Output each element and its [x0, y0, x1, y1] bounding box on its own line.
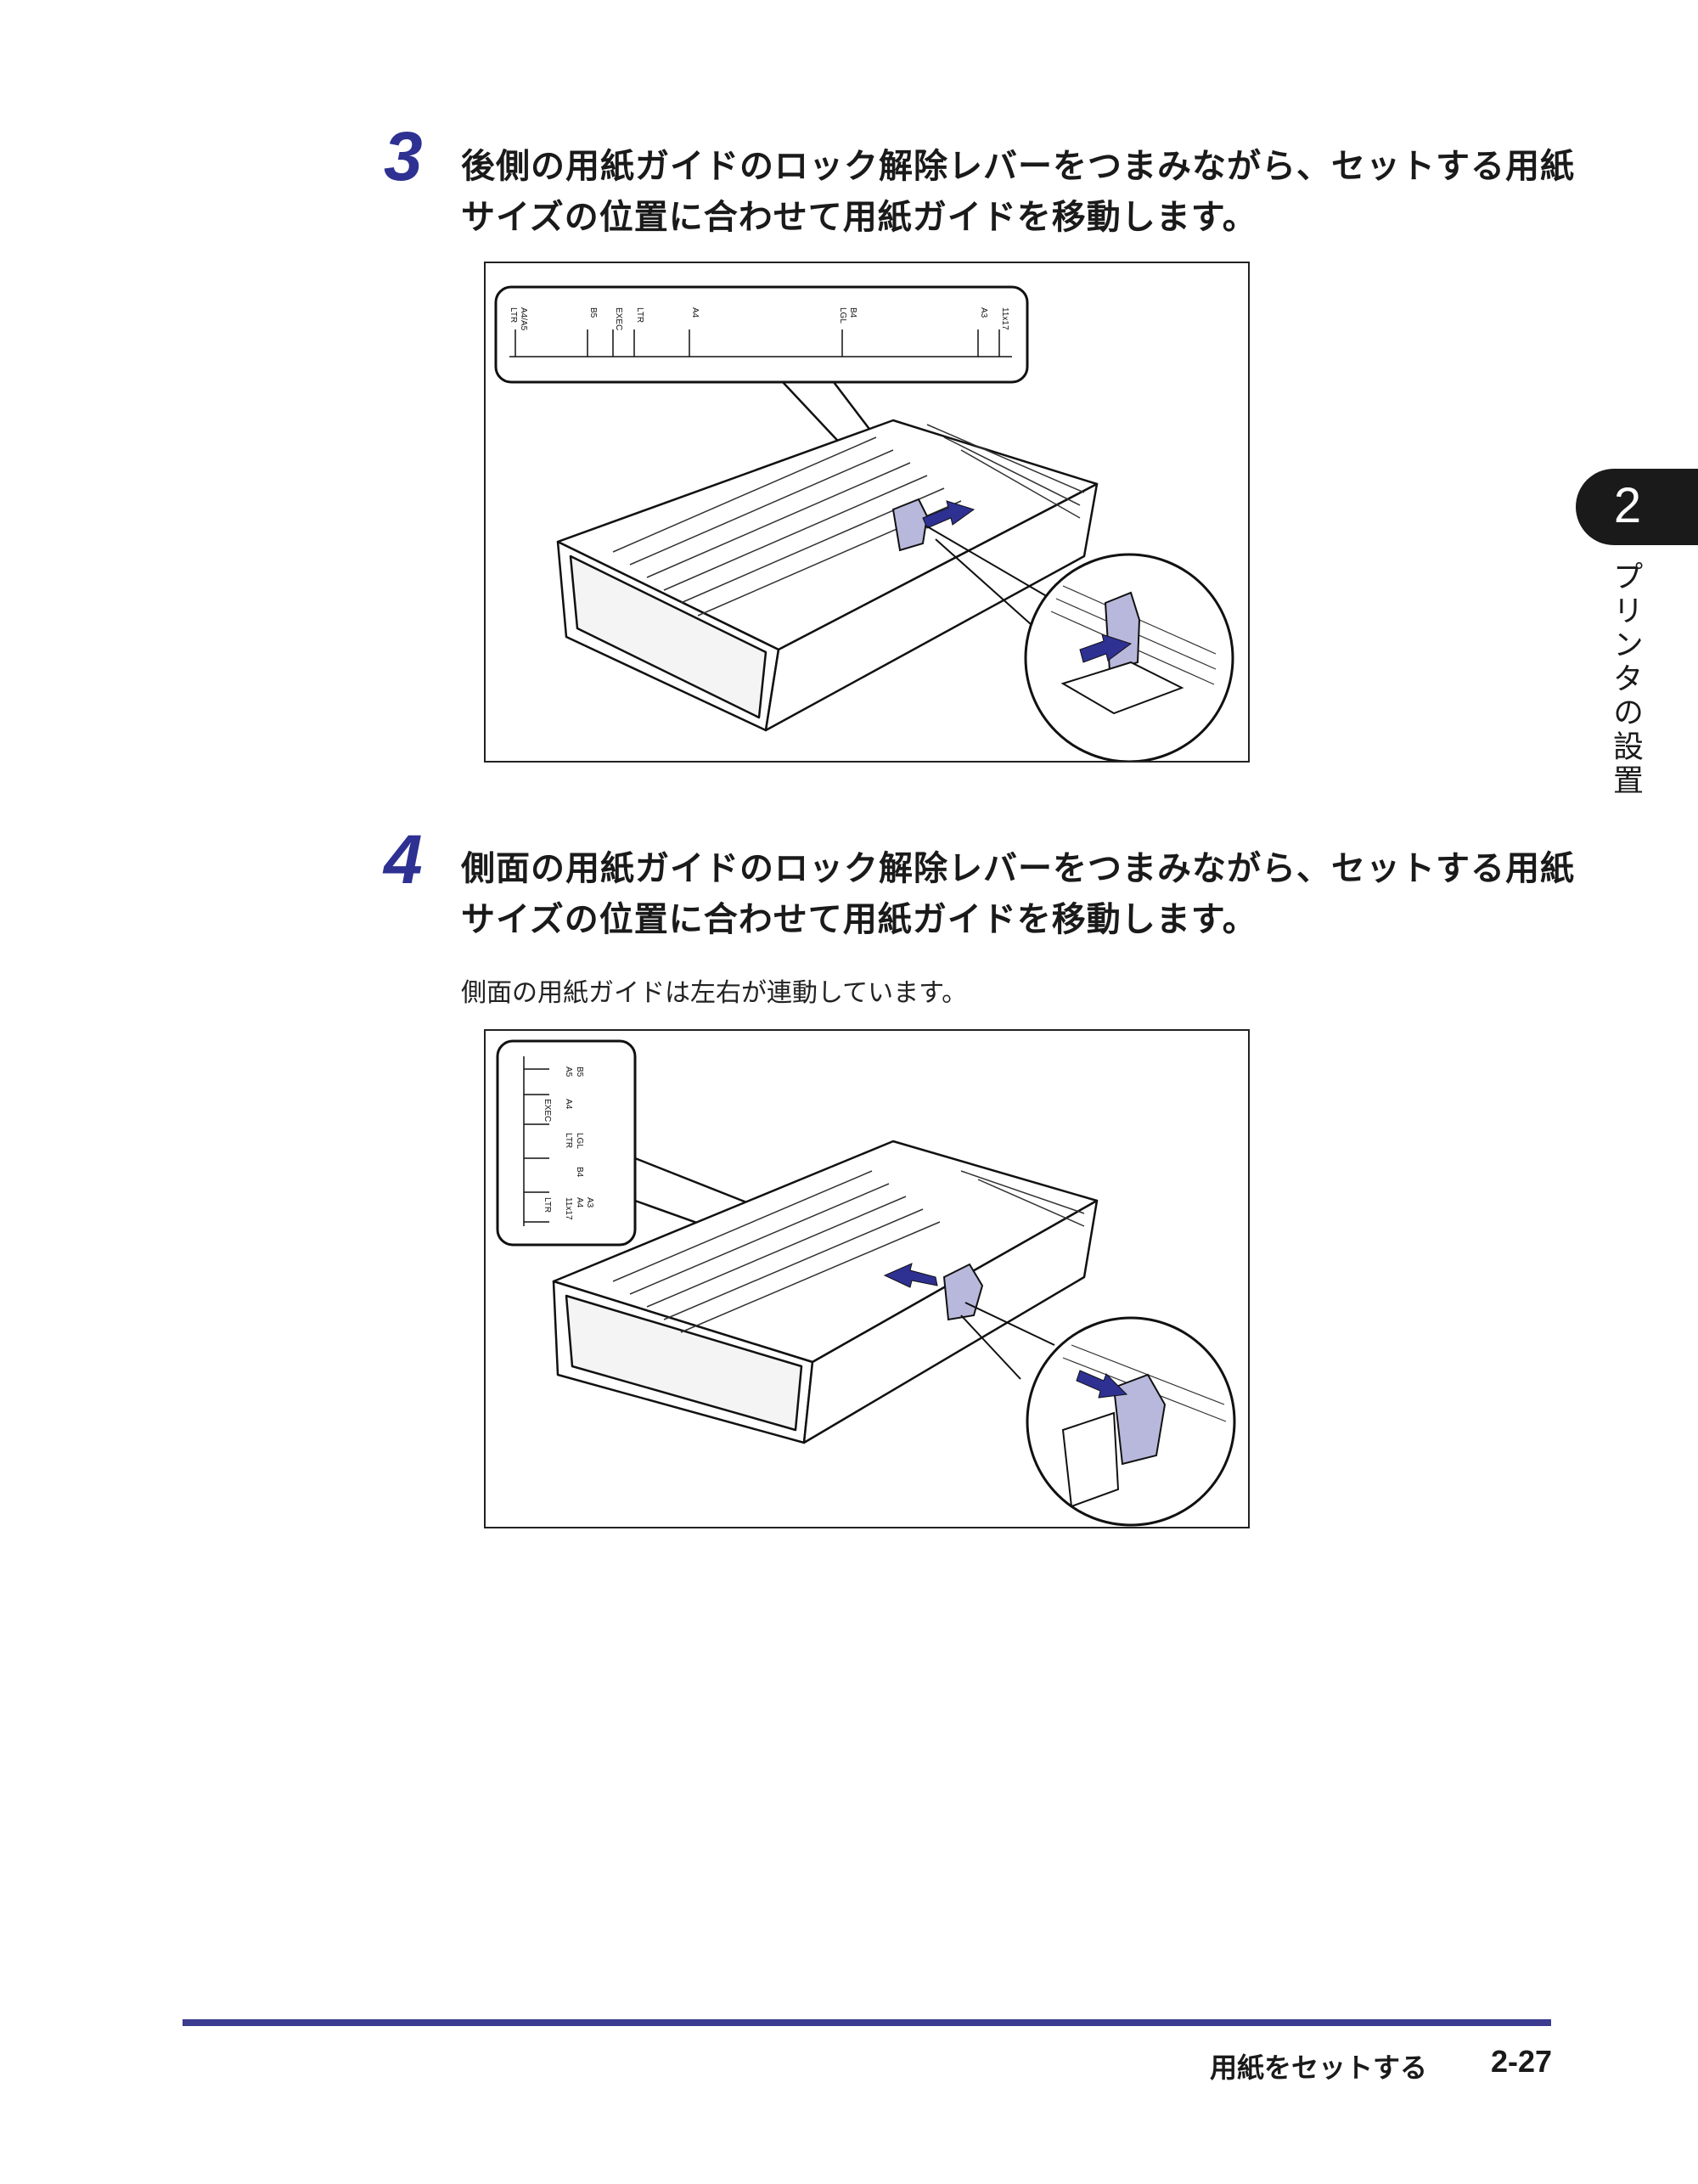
footer-section-title: 用紙をセットする — [1210, 2052, 1428, 2084]
paper-tray — [556, 419, 1099, 732]
scale-label-ltr: LTR — [564, 1133, 573, 1148]
side-guide-illustration: A5 B5 EXEC A4 LGL LTR B4 11x17 LTR A4 A3 — [496, 1039, 1236, 1527]
page-number: 2-27 — [1491, 2044, 1553, 2079]
scale-ticks — [514, 329, 1000, 357]
scale-label-ltr-2: LTR — [635, 307, 644, 323]
scale-callout-box — [494, 285, 1029, 384]
chapter-title: プリンタの設置 — [1608, 560, 1643, 798]
scale-label-a4: A4 — [564, 1099, 573, 1110]
step-4-number: 4 — [384, 821, 423, 898]
step-3-number: 3 — [384, 118, 423, 195]
zoom-arrow — [1076, 1370, 1128, 1399]
side-guide-arrow — [883, 1263, 938, 1288]
chapter-number: 2 — [1613, 478, 1642, 533]
zoom-arrow — [1079, 633, 1133, 663]
rear-guide-illustration: LTR A4/A5 B5 EXEC LTR A4 LGL B4 A3 11x17 — [494, 285, 1234, 761]
scale-label-lgl: LGL — [575, 1133, 584, 1149]
scale-label-exec: EXEC — [614, 307, 623, 330]
step-4-note: 側面の用紙ガイドは左右が連動しています。 — [461, 978, 968, 1008]
scale-label-11x17: 11x17 — [564, 1197, 573, 1220]
scale-label-b5: B5 — [575, 1067, 584, 1078]
scale-label-11x17: 11x17 — [1000, 307, 1009, 330]
step-4-line-2: サイズの位置に合わせて用紙ガイドを移動します。 — [461, 900, 1257, 939]
scale-label-a4-a5: A4/A5 — [519, 307, 528, 331]
step-3-line-1: 後側の用紙ガイドのロック解除レバーをつまみながら、セットする用紙 — [461, 147, 1575, 186]
scale-label-b5: B5 — [588, 307, 598, 318]
chapter-tab — [1576, 469, 1698, 545]
scale-label-ltr-2: LTR — [543, 1197, 552, 1213]
scale-label-a5: A5 — [564, 1067, 573, 1078]
scale-label-b4: B4 — [848, 307, 857, 318]
rear-guide-lever — [891, 498, 929, 552]
figure-side-paper-guide: A5 B5 EXEC A4 LGL LTR B4 11x17 LTR A4 A3 — [484, 1029, 1250, 1528]
rear-guide-arrow — [922, 500, 976, 529]
scale-label-a3: A3 — [585, 1197, 594, 1208]
scale-label-a4: A4 — [690, 307, 700, 318]
figure-rear-paper-guide: LTR A4/A5 B5 EXEC LTR A4 LGL B4 A3 11x17 — [484, 262, 1250, 763]
scale-callout-box — [496, 1039, 637, 1247]
scale-label-exec: EXEC — [543, 1099, 552, 1122]
step-3-line-2: サイズの位置に合わせて用紙ガイドを移動します。 — [461, 198, 1257, 237]
scale-label-a3: A3 — [979, 307, 988, 318]
step-4-line-1: 側面の用紙ガイドのロック解除レバーをつまみながら、セットする用紙 — [461, 849, 1575, 888]
paper-tray — [552, 1140, 1099, 1444]
scale-label-ltr: LTR — [509, 307, 518, 323]
scale-label-b4: B4 — [575, 1167, 584, 1178]
scale-label-lgl: LGL — [838, 307, 847, 324]
footer-rule — [183, 2019, 1551, 2026]
scale-label-a4-2: A4 — [575, 1197, 584, 1208]
